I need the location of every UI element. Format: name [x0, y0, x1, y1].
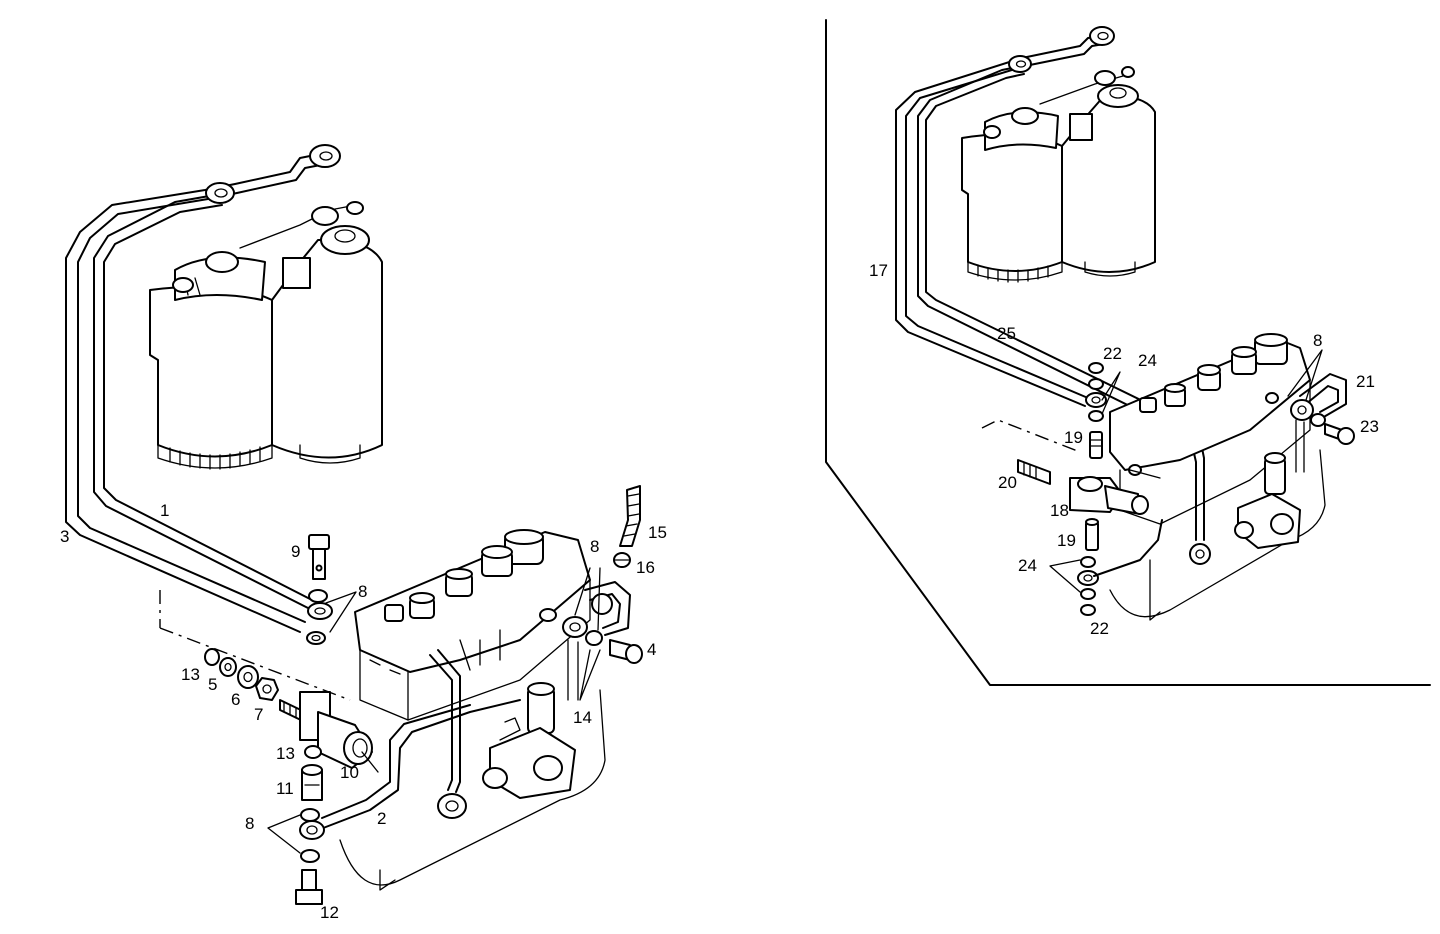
callout-5: 5 — [208, 675, 217, 694]
washers-22-24-upper — [1085, 362, 1121, 459]
callout-2: 2 — [377, 809, 386, 828]
callout-6: 6 — [231, 690, 240, 709]
injection-pump-right — [1109, 333, 1326, 621]
callout-labels: 1 3 9 8 13 5 6 7 10 13 11 8 2 12 8 15 16… — [60, 261, 1379, 922]
left-view — [65, 144, 643, 905]
callout-19: 19 — [1057, 531, 1076, 550]
callout-13: 13 — [181, 665, 200, 684]
callout-1: 1 — [160, 501, 169, 520]
callout-14: 14 — [573, 708, 592, 727]
banjo-fitting-21-23 — [1287, 349, 1355, 473]
callout-18: 18 — [1050, 501, 1069, 520]
callout-20: 20 — [998, 473, 1017, 492]
fuel-pipe-17-25 — [895, 26, 1211, 565]
fitting-16 — [613, 552, 631, 568]
banjo-bolt-9 — [308, 534, 330, 580]
valve-10 — [279, 691, 379, 773]
callout-17: 17 — [869, 261, 888, 280]
callout-4: 4 — [647, 640, 656, 659]
callout-24: 24 — [1018, 556, 1037, 575]
callout-8: 8 — [245, 814, 254, 833]
fuel-pipe-2 — [317, 649, 521, 831]
right-view — [825, 19, 1431, 686]
fuel-pipe-1-3 — [65, 144, 341, 633]
callout-25: 25 — [997, 324, 1016, 343]
callout-8: 8 — [358, 582, 367, 601]
callout-16: 16 — [636, 558, 655, 577]
callout-11: 11 — [276, 779, 294, 798]
callout-22: 22 — [1090, 619, 1109, 638]
banjo-bolt-12 — [295, 869, 323, 905]
washers-19-24-22-lower — [1049, 518, 1163, 616]
washer-13-and-fitting-11 — [301, 745, 323, 801]
callout-15: 15 — [648, 523, 667, 542]
reference-line-left — [159, 590, 351, 701]
injection-pump-left — [339, 529, 606, 891]
callout-22: 22 — [1103, 344, 1122, 363]
callout-12: 12 — [320, 903, 339, 922]
callout-23: 23 — [1360, 417, 1379, 436]
callout-7: 7 — [254, 705, 263, 724]
washers-13-5-6-7 — [204, 648, 279, 701]
callout-21: 21 — [1356, 372, 1375, 391]
inset-frame — [825, 19, 1431, 686]
callout-3: 3 — [60, 527, 69, 546]
callout-13: 13 — [276, 744, 295, 763]
twin-fuel-filter — [149, 201, 383, 470]
callout-24: 24 — [1138, 351, 1157, 370]
reference-line-right — [981, 419, 1081, 453]
washers-8-upper — [306, 589, 357, 645]
twin-fuel-filter-right — [961, 66, 1156, 283]
hose-15 — [619, 485, 641, 547]
valve-18-20 — [1017, 459, 1161, 515]
callout-8: 8 — [590, 537, 599, 556]
banjo-fitting-4-14 — [562, 567, 643, 701]
callout-10: 10 — [340, 763, 359, 782]
callout-9: 9 — [291, 542, 300, 561]
callout-19: 19 — [1064, 428, 1083, 447]
washers-8-lower — [267, 808, 325, 863]
callout-8: 8 — [1313, 331, 1322, 350]
